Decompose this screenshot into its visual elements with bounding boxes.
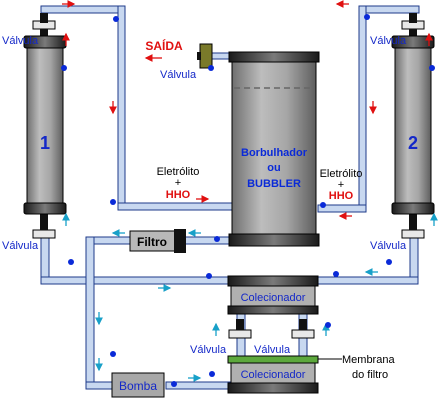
flow-dot: [110, 351, 116, 357]
outlet-valve[interactable]: [199, 43, 213, 69]
flow-left-line-3: HHO: [166, 189, 191, 201]
flow-dot: [364, 14, 370, 20]
column-2: 2: [391, 35, 435, 215]
valve-label-top-right: Válvula: [370, 35, 407, 47]
flow-dot: [206, 273, 212, 279]
outlet-label: SAÍDA: [145, 38, 183, 53]
flow-dot: [113, 16, 119, 22]
membrane-label-line-2: do filtro: [352, 369, 388, 381]
valve-label-outlet: Válvula: [160, 69, 197, 81]
flow-dot: [68, 259, 74, 265]
valve-fitting[interactable]: [291, 329, 315, 339]
valve-fitting[interactable]: [32, 229, 56, 239]
flow-label-left: Eletrólito + HHO: [157, 166, 200, 201]
pipe-left-to-collector: [40, 276, 231, 285]
column-1: 1: [23, 35, 67, 215]
valve-label-collector-right: Válvula: [254, 344, 291, 356]
flow-dot: [214, 236, 220, 242]
flow-right-line-2: +: [338, 179, 344, 191]
valve-label-collector-left: Válvula: [190, 344, 227, 356]
valve-label-top-left: Válvula: [2, 35, 39, 47]
pipe-left-down: [117, 5, 126, 211]
filter-label: Filtro: [137, 235, 167, 249]
membrane-label: Membrana do filtro: [342, 354, 395, 381]
flow-label-right: Eletrólito + HHO: [320, 168, 363, 202]
pipe-top-left: [40, 5, 126, 14]
membrane-label-line-1: Membrana: [342, 354, 395, 366]
flow-dot: [171, 381, 177, 387]
valve-fittings: [32, 13, 425, 339]
column-2-label: 2: [408, 133, 418, 153]
pipe-right-into-bubbler: [317, 204, 367, 213]
flow-left-line-1: Eletrólito: [157, 166, 200, 178]
bubbler: Borbulhador ou BUBBLER: [228, 51, 320, 247]
pipe-left-into-bubbler: [117, 202, 233, 211]
pipes: [40, 5, 420, 390]
flow-dot: [61, 65, 67, 71]
pipe-to-pump: [85, 381, 115, 390]
filter: Filtro: [129, 229, 186, 253]
collector-upper: Colecionador: [227, 275, 319, 315]
valve-label-bottom-right: Válvula: [370, 240, 407, 252]
pump-label: Bomba: [119, 379, 157, 393]
column-1-label: 1: [40, 133, 50, 153]
flow-dot: [333, 271, 339, 277]
collector-lower: Colecionador: [227, 355, 319, 394]
membrane: [227, 355, 319, 364]
flow-left-line-2: +: [175, 177, 181, 189]
flow-right-line-1: Eletrólito: [320, 168, 363, 180]
flow-dot: [110, 199, 116, 205]
flow-dot: [320, 202, 326, 208]
flow-dot: [209, 371, 215, 377]
pipe-filter-down: [85, 236, 95, 390]
bubbler-line-2: ou: [267, 162, 280, 174]
collector-lower-label: Colecionador: [241, 369, 306, 381]
flow-arrows-cyan: [62, 212, 438, 382]
valve-label-bottom-left: Válvula: [2, 240, 39, 252]
bubbler-line-1: Borbulhador: [241, 147, 308, 159]
valve-fitting[interactable]: [401, 229, 425, 239]
valve-fitting[interactable]: [228, 329, 252, 339]
flow-dot: [325, 322, 331, 328]
flow-right-line-3: HHO: [329, 190, 354, 202]
bubbler-line-3: BUBBLER: [247, 178, 301, 190]
pipe-top-right: [358, 5, 420, 14]
flow-arrows-red: [62, 0, 433, 220]
pipe-right-down: [358, 5, 367, 213]
flow-dot: [208, 65, 214, 71]
pipe-right-to-collector: [315, 276, 419, 285]
pump: Bomba: [111, 372, 165, 398]
flow-dot: [429, 65, 435, 71]
valve-labels: Válvula Válvula Válvula Válvula Válvula …: [2, 35, 407, 356]
pipe-bubbler-to-filter: [184, 236, 233, 245]
flow-dot: [386, 259, 392, 265]
collector-upper-label: Colecionador: [241, 292, 306, 304]
flow-dots: [61, 14, 435, 387]
